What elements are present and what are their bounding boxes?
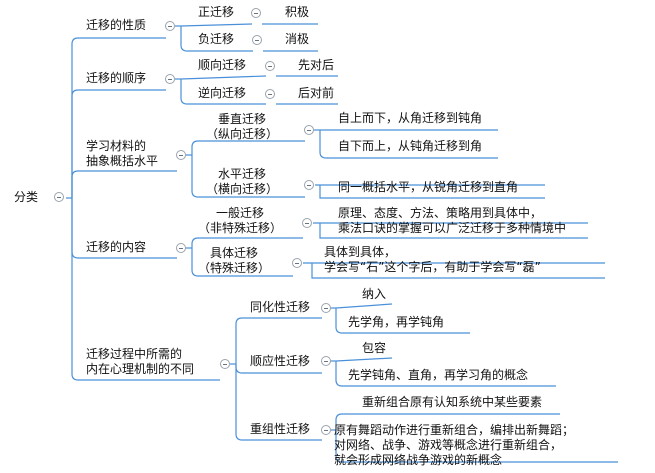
subnode-label: 水平迁移 （横向迁移） [206, 167, 279, 196]
leaf-label: 后对前 [298, 86, 335, 100]
b2-line [191, 140, 305, 155]
b4-line [235, 364, 322, 441]
b3a-under [319, 223, 588, 239]
collapse-subnode-icon[interactable] [304, 180, 314, 190]
leaf-label: 先对后 [298, 58, 335, 72]
leaf-label: 先学角，再学钝角 [348, 315, 445, 329]
root-branch-line [71, 37, 166, 198]
branch-label: 学习材料的 抽象概括水平 [86, 139, 159, 168]
branch-label: 迁移的内容 [86, 240, 147, 254]
collapse-subnode-icon[interactable] [321, 303, 331, 313]
collapse-subnode-icon[interactable] [251, 8, 261, 18]
leaf-label: 纳入 [362, 287, 387, 301]
collapse-subnode-icon[interactable] [304, 125, 314, 135]
subnode-label: 具体迁移 （特殊迁移） [198, 246, 271, 275]
leaf-label: 原理、态度、方法、策略用到具体中， 乘法口诀的掌握可以广泛迁移于多种情境中 [338, 206, 567, 235]
leaf-label: 自上而下，从角迁移到钝角 [338, 111, 483, 125]
b2b-leaf-under [319, 185, 545, 199]
leaf-label: 具体到具体， 学会写“石”这个字后，有助于学会写“磊” [324, 245, 541, 274]
collapse-subnode-icon[interactable] [321, 425, 331, 435]
subnode-label: 垂直迁移 （纵向迁移） [206, 112, 279, 141]
subnode-label: 顺向迁移 [198, 58, 247, 72]
b4c-leaf [335, 430, 618, 463]
leaf-label: 重新组合原有认知系统中某些要素 [362, 395, 543, 409]
subnode-label: 负迁移 [198, 32, 235, 46]
b2a-leaf [319, 130, 498, 159]
b3b-under [311, 263, 605, 279]
collapse-root-icon[interactable] [54, 192, 64, 202]
root-branch-line [71, 89, 166, 198]
b1-line [180, 75, 267, 80]
collapse-subnode-icon[interactable] [265, 61, 275, 71]
b1-line [180, 79, 266, 105]
b0-line [180, 23, 253, 27]
b3-line [191, 237, 303, 248]
root-branch-line [71, 198, 220, 381]
leaf-label: 同一概括水平，从锐角迁移到直角 [338, 180, 519, 194]
subnode-label: 正迁移 [198, 5, 235, 19]
b4b-leaf [335, 361, 556, 387]
leaf-label: 先学钝角、直角，再学习角的概念 [348, 368, 529, 382]
b0-line [180, 26, 253, 52]
collapse-subnode-icon[interactable] [265, 89, 275, 99]
collapse-branch-icon[interactable] [220, 359, 230, 369]
b3-line [191, 248, 293, 277]
collapse-branch-icon[interactable] [176, 243, 186, 253]
root-branch-line [71, 170, 177, 198]
b4c-leaf [335, 413, 560, 430]
b4b-leaf [335, 357, 393, 362]
leaf-label: 原有舞蹈动作进行重新组合，编排出新舞蹈； 对网络、战争、游戏等概念进行重新组合，… [334, 423, 575, 467]
leaf-label: 自下而上，从钝角迁移到角 [338, 139, 483, 153]
collapse-branch-icon[interactable] [165, 74, 175, 84]
branch-label: 迁移过程中所需的 内在心理机制的不同 [86, 347, 195, 376]
root-label: 分类 [14, 190, 39, 204]
branch-label: 迁移的性质 [86, 18, 147, 32]
subnode-label: 逆向迁移 [198, 86, 247, 100]
b4-line [235, 317, 322, 364]
b4a-leaf [335, 303, 393, 309]
subnode-label: 一般迁移 （非特殊迁移） [198, 206, 283, 235]
collapse-subnode-icon[interactable] [252, 35, 262, 45]
subnode-label: 顺应性迁移 [250, 354, 311, 368]
b2-line [191, 155, 305, 198]
leaf-label: 包容 [362, 341, 387, 355]
leaf-label: 积极 [285, 5, 310, 19]
subnode-label: 同化性迁移 [250, 300, 311, 314]
collapse-subnode-icon[interactable] [321, 356, 331, 366]
subnode-label: 重组性迁移 [250, 422, 311, 436]
branch-label: 迁移的顺序 [86, 71, 147, 85]
collapse-branch-icon[interactable] [176, 150, 186, 160]
collapse-branch-icon[interactable] [165, 21, 175, 31]
leaf-label: 消极 [285, 32, 310, 46]
b4a-leaf [335, 308, 470, 334]
collapse-subnode-icon[interactable] [292, 258, 302, 268]
collapse-subnode-icon[interactable] [302, 218, 312, 228]
